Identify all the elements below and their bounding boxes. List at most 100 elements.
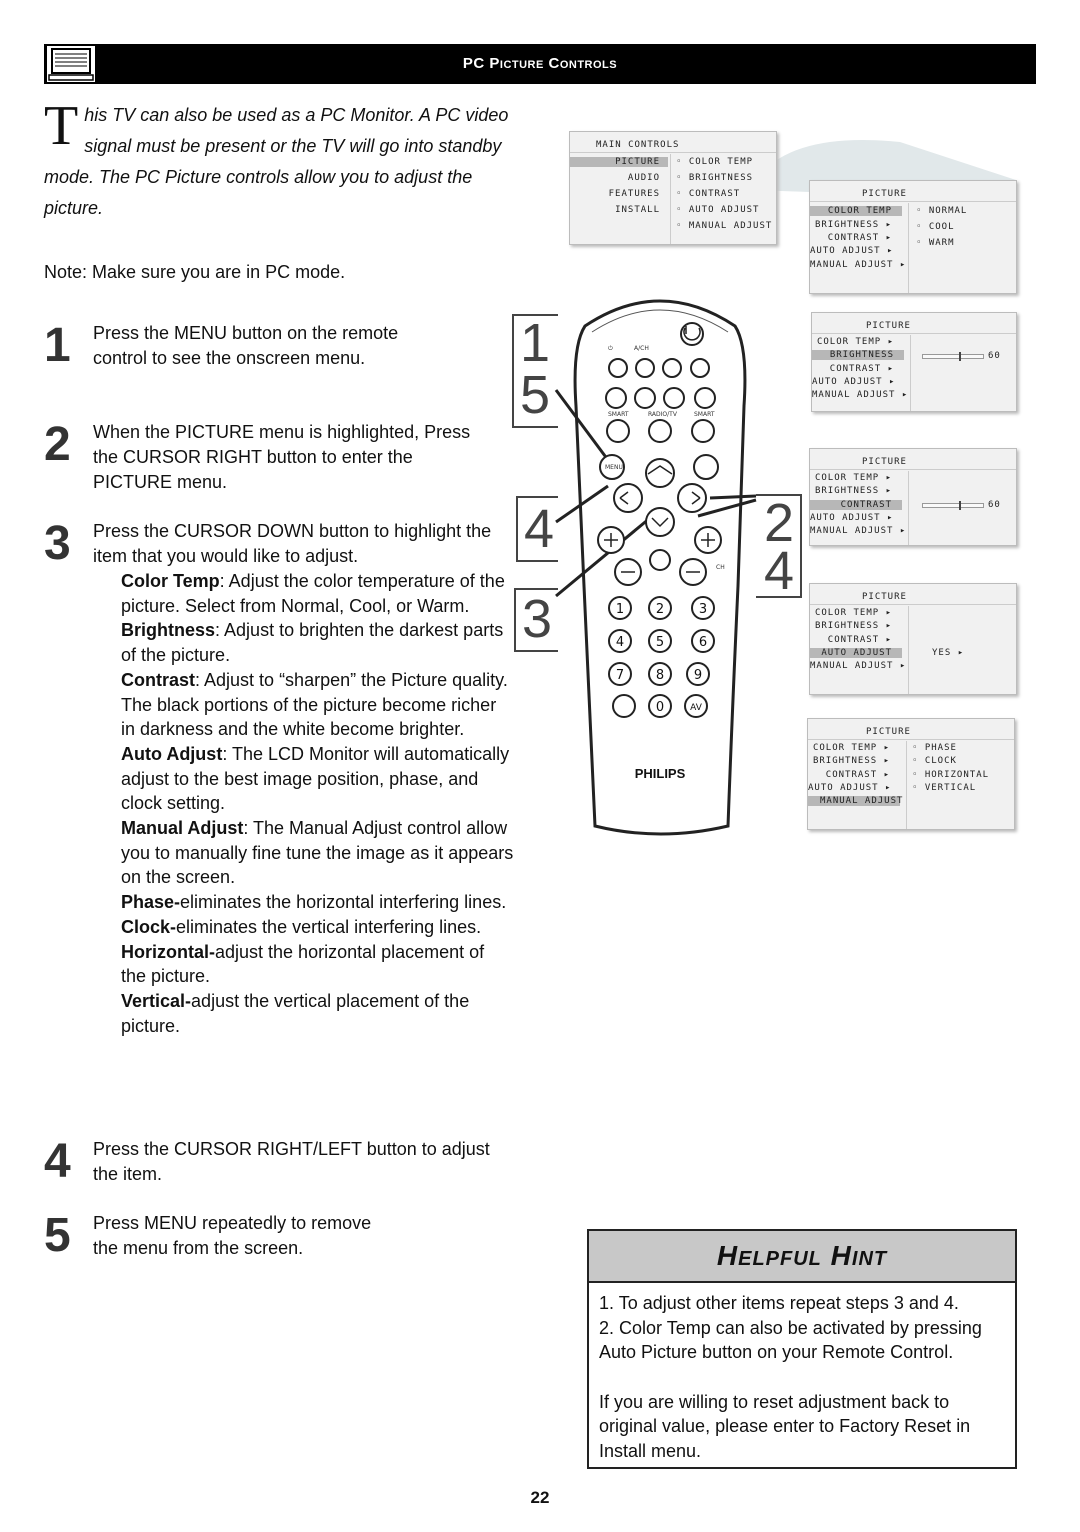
callout-number: 1 <box>520 313 551 373</box>
menu-title: PICTURE <box>862 189 907 199</box>
smart-label: SMART <box>694 411 715 418</box>
menu-item-manual-adjust[interactable]: MANUAL ADJUST ▸ <box>812 390 909 400</box>
menu-item-contrast[interactable]: CONTRAST <box>810 500 902 510</box>
digit-2[interactable]: 2 <box>656 602 664 617</box>
hint-line-1: 1. To adjust other items repeat steps 3 … <box>599 1293 959 1313</box>
slider-knob[interactable] <box>959 501 961 510</box>
menu-item-color-temp[interactable]: COLOR TEMP ▸ <box>814 608 892 618</box>
callout-number: 4 <box>764 541 795 601</box>
option-warm[interactable]: ◦ WARM <box>916 238 955 248</box>
step-text: Press the MENU button on the remote cont… <box>93 323 399 368</box>
contrast-value: 60 <box>988 500 1001 510</box>
digit-7[interactable]: 7 <box>616 668 624 683</box>
slider-knob[interactable] <box>959 352 961 361</box>
callout-box-3: 3 <box>514 588 558 652</box>
step-text: When the PICTURE menu is highlighted, Pr… <box>93 422 471 492</box>
step-4: 4 Press the CURSOR RIGHT/LEFT button to … <box>44 1137 514 1187</box>
item-manual-adjust: Manual Adjust: The Manual Adjust control… <box>121 818 514 888</box>
menu-item-manual-adjust[interactable]: MANUAL ADJUST <box>808 796 902 806</box>
menu-item-audio[interactable]: AUDIO <box>627 173 660 183</box>
menu-item-contrast[interactable]: CONTRAST ▸ <box>829 364 894 374</box>
picture-menu-manual-adjust: PICTURE COLOR TEMP ▸ BRIGHTNESS ▸ CONTRA… <box>807 718 1015 830</box>
brand-logo: PHILIPS <box>635 766 686 781</box>
contrast-slider[interactable] <box>922 501 984 510</box>
option-horizontal[interactable]: ◦ HORIZONTAL <box>912 770 990 780</box>
menu-item-contrast[interactable]: CONTRAST ▸ <box>827 233 892 243</box>
menu-item-brightness[interactable]: BRIGHTNESS ▸ <box>814 621 892 631</box>
menu-title: PICTURE <box>862 457 907 467</box>
step-number: 4 <box>44 1135 71 1188</box>
digit-1[interactable]: 1 <box>616 602 624 617</box>
menu-item-features[interactable]: FEATURES <box>608 189 660 199</box>
digit-3[interactable]: 3 <box>699 602 707 617</box>
item-horizontal: Horizontal-adjust the horizontal placeme… <box>121 941 485 987</box>
digit-9[interactable]: 9 <box>694 668 702 683</box>
submenu-item: ◦ MANUAL ADJUST <box>676 221 773 231</box>
smart-label: SMART <box>608 411 629 418</box>
menu-item-manual-adjust[interactable]: MANUAL ADJUST ▸ <box>810 526 907 536</box>
menu-title: MAIN CONTROLS <box>596 140 680 150</box>
digit-4[interactable]: 4 <box>616 635 624 650</box>
note-text: Note: Make sure you are in PC mode. <box>44 262 346 282</box>
menu-item-auto-adjust[interactable]: AUTO ADJUST ▸ <box>810 513 894 523</box>
section-header: PC Picture Controls <box>44 44 1036 84</box>
option-vertical[interactable]: ◦ VERTICAL <box>912 783 977 793</box>
helpful-hint-box: Helpful Hint 1. To adjust other items re… <box>587 1229 1017 1469</box>
menu-item-install[interactable]: INSTALL <box>615 205 660 215</box>
main-controls-menu: MAIN CONTROLS PICTURE AUDIO FEATURES INS… <box>569 131 777 245</box>
av-button-label[interactable]: AV <box>690 703 703 713</box>
menu-item-contrast[interactable]: CONTRAST ▸ <box>827 635 892 645</box>
menu-item-color-temp[interactable]: COLOR TEMP ▸ <box>812 743 890 753</box>
ch-label: CH <box>716 564 725 571</box>
callout-number: 5 <box>520 365 551 425</box>
step-5: 5 Press MENU repeatedly to remove the me… <box>44 1211 514 1261</box>
menu-item-manual-adjust[interactable]: MANUAL ADJUST ▸ <box>810 260 907 270</box>
drop-cap: T <box>44 95 79 157</box>
step-number: 3 <box>44 517 71 570</box>
menu-item-auto-adjust[interactable]: AUTO ADJUST ▸ <box>808 783 892 793</box>
menu-item-brightness[interactable]: BRIGHTNESS ▸ <box>814 486 892 496</box>
step-text: Press MENU repeatedly to remove the menu… <box>93 1213 372 1258</box>
menu-item-color-temp[interactable]: COLOR TEMP ▸ <box>816 337 894 347</box>
radio-tv-label: RADIO/TV <box>648 411 678 418</box>
digit-0[interactable]: 0 <box>656 700 664 715</box>
menu-item-manual-adjust[interactable]: MANUAL ADJUST ▸ <box>810 661 907 671</box>
menu-item-auto-adjust[interactable]: AUTO ADJUST <box>810 648 902 658</box>
menu-item-auto-adjust[interactable]: AUTO ADJUST ▸ <box>812 377 896 387</box>
menu-item-color-temp[interactable]: COLOR TEMP <box>810 206 902 216</box>
option-normal[interactable]: ◦ NORMAL <box>916 206 968 216</box>
menu-item-brightness[interactable]: BRIGHTNESS <box>812 350 904 360</box>
menu-item-picture[interactable]: PICTURE <box>570 157 668 167</box>
item-descriptions: Color Temp: Adjust the color temperature… <box>44 569 514 1038</box>
menu-item-auto-adjust[interactable]: AUTO ADJUST ▸ <box>810 246 894 256</box>
option-phase[interactable]: ◦ PHASE <box>912 743 957 753</box>
digit-8[interactable]: 8 <box>656 668 664 683</box>
callout-box-4: 4 <box>516 496 558 562</box>
page-number: 22 <box>530 1488 550 1507</box>
menu-item-brightness[interactable]: BRIGHTNESS ▸ <box>812 756 890 766</box>
item-phase: Phase-eliminates the horizontal interfer… <box>121 892 507 913</box>
hint-title: Helpful Hint <box>589 1231 1015 1283</box>
step-2: 2 When the PICTURE menu is highlighted, … <box>44 420 514 495</box>
auto-adjust-value[interactable]: YES ▸ <box>932 648 965 658</box>
digit-6[interactable]: 6 <box>699 635 707 650</box>
step-number: 1 <box>44 319 71 372</box>
callout-box-2-4: 2 4 <box>756 493 802 601</box>
callout-number: 4 <box>524 499 555 559</box>
digit-5[interactable]: 5 <box>656 635 664 650</box>
option-cool[interactable]: ◦ COOL <box>916 222 955 232</box>
menu-item-brightness[interactable]: BRIGHTNESS ▸ <box>814 220 892 230</box>
page-title: PC Picture Controls <box>462 55 618 72</box>
step-text: Press the CURSOR RIGHT/LEFT button to ad… <box>93 1139 490 1184</box>
menu-title: PICTURE <box>866 727 911 737</box>
menu-item-contrast[interactable]: CONTRAST ▸ <box>825 770 890 780</box>
intro-text: his TV can also be used as a PC Monitor.… <box>44 105 509 218</box>
picture-menu-color-temp: PICTURE COLOR TEMP BRIGHTNESS ▸ CONTRAST… <box>809 180 1017 294</box>
option-clock[interactable]: ◦ CLOCK <box>912 756 957 766</box>
brightness-slider[interactable] <box>922 352 984 361</box>
brightness-value: 60 <box>988 351 1001 361</box>
menu-item-color-temp[interactable]: COLOR TEMP ▸ <box>814 473 892 483</box>
menu-label[interactable]: MENU <box>605 464 623 471</box>
item-contrast: Contrast: Adjust to “sharpen” the Pictur… <box>121 669 508 740</box>
